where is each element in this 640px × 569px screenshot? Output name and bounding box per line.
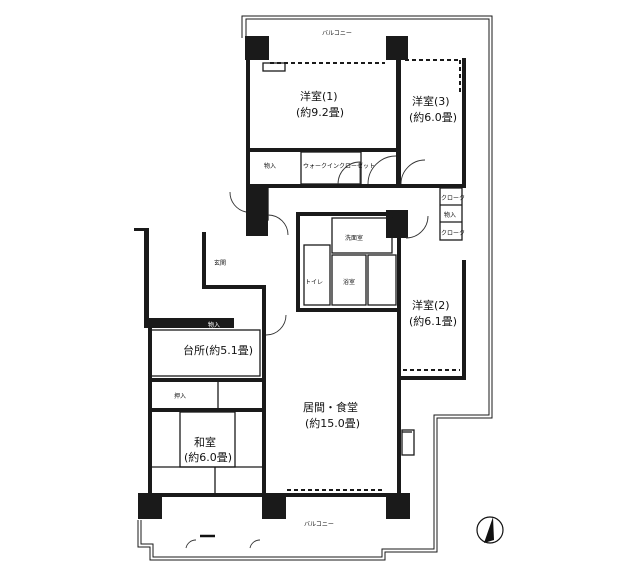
room-western3-name: 洋室(3)	[412, 94, 450, 108]
room-western3-size: (約6.0畳)	[409, 110, 457, 124]
room-living-name: 居間・食堂	[303, 400, 358, 414]
storage1-label: 物入	[264, 162, 276, 170]
north-arrow-icon	[476, 516, 504, 544]
walkin-closet-label: ウォークインクローゼット	[303, 162, 375, 170]
balcony-bottom-label: バルコニー	[304, 521, 334, 528]
windows	[262, 59, 461, 491]
room-living-size: (約15.0畳)	[305, 416, 360, 430]
room-washitsu-size: (約6.0畳)	[184, 450, 232, 464]
balcony-outline	[137, 15, 493, 561]
closet-lower-label: クローク	[441, 230, 465, 237]
room-western2-size: (約6.1畳)	[409, 314, 457, 328]
entrance-label: 玄関	[214, 259, 226, 267]
room-western2-name: 洋室(2)	[412, 298, 450, 312]
bath-label: 浴室	[343, 278, 355, 286]
closet-upper-label: クローク	[441, 195, 465, 202]
washroom-label: 洗面室	[345, 234, 363, 242]
interior-lines	[149, 151, 463, 493]
doors	[185, 155, 429, 549]
toilet-label: トイレ	[305, 279, 323, 286]
room-kitchen-name: 台所(約5.1畳)	[183, 343, 253, 357]
room-western1-size: (約9.2畳)	[296, 105, 344, 119]
storage2-label: 物入	[444, 211, 456, 219]
room-washitsu-name: 和室	[194, 435, 216, 449]
storage-kitchen-label: 物入	[208, 321, 220, 329]
balcony-top-label: バルコニー	[322, 30, 352, 37]
room-western1-name: 洋室(1)	[300, 89, 338, 103]
oshiire-label: 押入	[174, 392, 186, 400]
